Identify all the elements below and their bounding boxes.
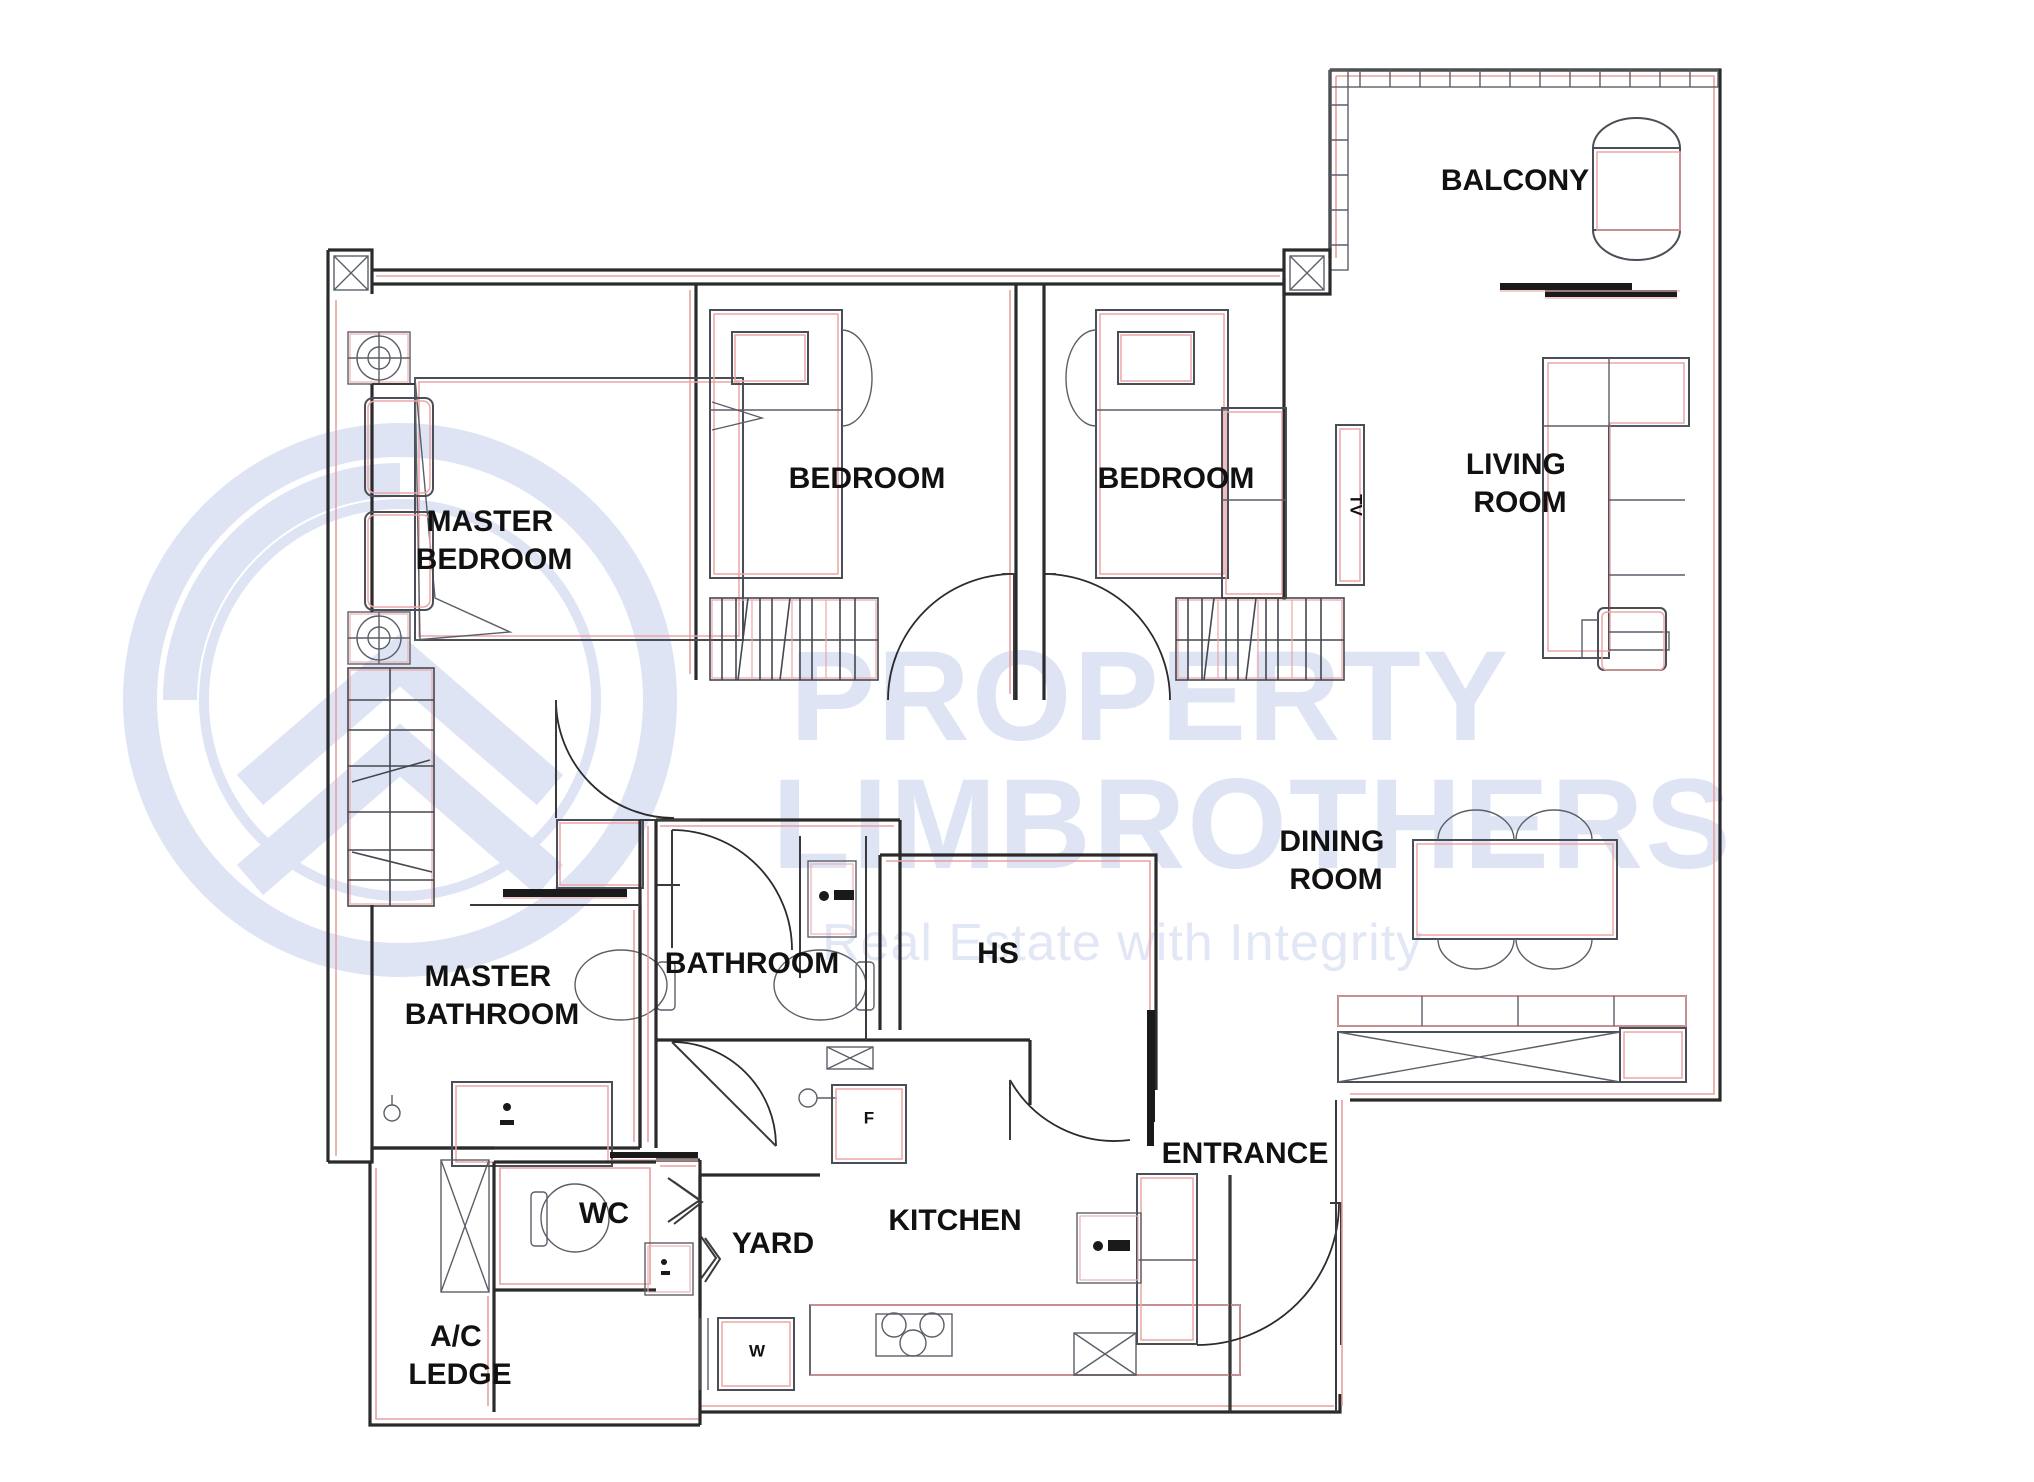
master-toilet-fixture	[574, 949, 676, 1021]
room-label-master-bedroom: MASTER BEDROOM	[416, 505, 573, 576]
distribution-board	[1076, 1212, 1142, 1284]
master-bed-furniture	[414, 377, 744, 641]
balcony-lounger-furniture	[1592, 117, 1681, 261]
watermark-logo-icon	[123, 423, 677, 977]
dining-cabinet-run	[1337, 995, 1687, 1083]
room-label-ac-ledge: A/C LEDGE	[408, 1320, 511, 1391]
room-label-kitchen: KITCHEN	[888, 1204, 1021, 1237]
watermark-line1: PROPERTY	[790, 625, 1510, 768]
bathroom-area	[638, 818, 1030, 1148]
tv-console	[1335, 424, 1365, 586]
ac-ledge-area	[487, 1290, 496, 1412]
column-top-left	[333, 255, 369, 291]
bedroom2-door[interactable]	[887, 573, 1015, 701]
yard-area	[610, 1152, 722, 1310]
room-label-bedroom-3: BEDROOM	[1098, 462, 1255, 495]
fridge-appliance	[831, 1084, 907, 1164]
balcony-railing-icon	[1329, 69, 1719, 271]
bedroom2-headboard	[711, 331, 809, 431]
yard-folding-door[interactable]	[667, 1177, 722, 1283]
bedroom-2-area	[709, 284, 1018, 701]
bathroom-shower-door[interactable]	[671, 829, 793, 951]
room-label-master-bathroom: MASTER BATHROOM	[405, 960, 579, 1031]
bathroom-water-heater	[807, 860, 857, 938]
living-room-area: TV	[1282, 278, 1722, 1102]
washer-label: W	[749, 1341, 766, 1360]
room-label-dining-room: DINING ROOM	[1279, 825, 1392, 896]
master-vanity	[451, 1081, 613, 1167]
master-bedroom-area	[347, 284, 744, 907]
room-label-group: BALCONY LIVING ROOM DINING ROOM MASTER B…	[405, 164, 1589, 1391]
dining-table-furniture	[1412, 809, 1618, 970]
master-sliding-door[interactable]	[503, 889, 627, 897]
dining-room-area	[1337, 809, 1687, 1083]
room-label-yard: YARD	[732, 1227, 814, 1260]
household-shelter-area	[878, 853, 1158, 1142]
column-marker-upper	[347, 331, 411, 385]
room-label-entrance: ENTRANCE	[1162, 1137, 1329, 1170]
room-label-household-shelter: HS	[977, 937, 1019, 970]
room-label-living-room: LIVING ROOM	[1466, 448, 1574, 519]
appliance-label-group: W F	[749, 1108, 874, 1360]
entrance-door[interactable]	[1196, 1202, 1342, 1346]
wc-area	[440, 1159, 694, 1296]
room-label-wc: WC	[579, 1197, 629, 1230]
room-label-balcony: BALCONY	[1441, 164, 1589, 197]
fridge-label: F	[864, 1108, 874, 1127]
wc-vanity	[644, 1242, 694, 1296]
hs-door-leaf	[1147, 1010, 1155, 1122]
master-nightstands	[364, 397, 434, 611]
balcony-sliding-door[interactable]	[1500, 283, 1680, 299]
master-wardrobe-furniture	[347, 667, 435, 907]
yard-door-rail	[610, 1152, 698, 1158]
column-top-right	[1289, 255, 1325, 291]
bathroom-riser-shaft	[826, 1046, 874, 1070]
watermark-line2: LIMBROTHERS	[772, 753, 1733, 896]
master-shower-drain	[383, 1104, 401, 1122]
bathroom-door[interactable]	[671, 1041, 777, 1147]
kitchen-shaft	[1073, 1332, 1137, 1376]
sofa-furniture	[1542, 357, 1690, 659]
watermark-group: PROPERTY LIMBROTHERS Real Estate with In…	[123, 423, 1733, 977]
bedroom3-bed-furniture	[1065, 309, 1229, 579]
wc-toilet-fixture	[530, 1183, 610, 1253]
armchair-furniture	[1581, 607, 1667, 671]
kitchen-counter-run	[809, 1304, 1241, 1376]
wc-shaft	[440, 1159, 490, 1293]
hob-appliance	[875, 1312, 953, 1357]
misc-wall-details	[372, 383, 1343, 1412]
washer-appliance	[699, 1317, 795, 1391]
kitchen-tall-unit	[1136, 1173, 1198, 1345]
kitchen-partition	[1147, 1092, 1154, 1146]
master-bedroom-door[interactable]	[555, 699, 675, 819]
bedroom2-wardrobe-furniture	[709, 597, 879, 681]
room-label-bathroom: BATHROOM	[665, 947, 839, 980]
column-marker-lower	[347, 611, 411, 665]
watermark-tagline: Real Estate with Integrity	[822, 914, 1423, 972]
bedroom-3-area	[1042, 284, 1345, 701]
balcony-area	[1328, 68, 1722, 299]
bedroom3-wardrobe-furniture	[1175, 597, 1345, 681]
tv-label: TV	[1347, 494, 1366, 516]
hs-door[interactable]	[1009, 1079, 1131, 1142]
room-label-bedroom-2: BEDROOM	[789, 462, 946, 495]
bathroom-sink-fixture	[798, 1088, 837, 1108]
bedroom2-bed-furniture	[709, 309, 873, 579]
